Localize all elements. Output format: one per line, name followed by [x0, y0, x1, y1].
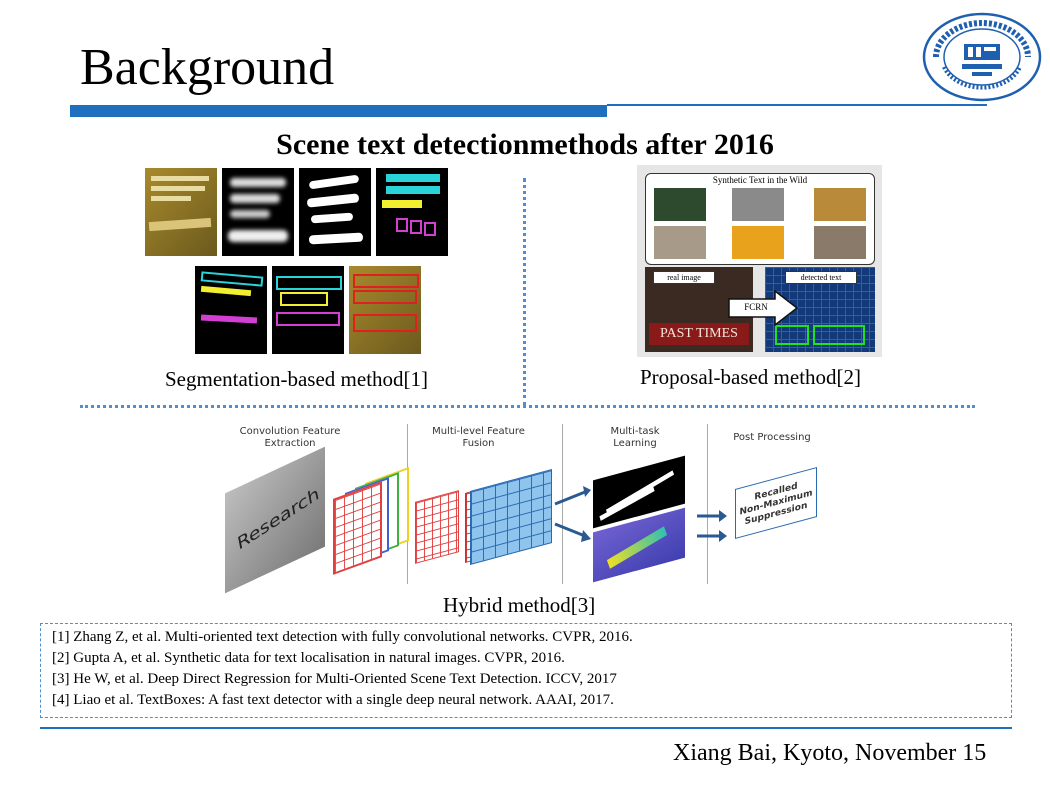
slide-subtitle: Scene text detectionmethods after 2016	[276, 128, 774, 161]
reference-3: [3] He W, et al. Deep Direct Regression …	[52, 671, 617, 687]
stage4-label: Post Processing	[733, 432, 811, 443]
segmentation-figure	[145, 168, 455, 358]
hybrid-figure: Convolution Feature Extraction Multi-lev…	[215, 420, 835, 594]
synthetic-sample-1	[654, 188, 706, 221]
fusion-grid-3	[470, 469, 552, 565]
seg-result-2	[272, 266, 344, 354]
references-box	[40, 623, 1012, 718]
nms-box: Recalled Non-Maximum Suppression	[735, 467, 817, 539]
proposal-panel-title: Synthetic Text in the Wild	[712, 175, 808, 185]
synthetic-sample-3	[814, 188, 866, 221]
proposal-figure: Synthetic Text in the Wild real image PA…	[637, 165, 882, 357]
seg-photo-original	[145, 168, 217, 256]
footer-line	[40, 727, 1012, 729]
arrow-to-tasks	[554, 486, 591, 542]
proposal-caption: Proposal-based method[2]	[640, 365, 862, 389]
stage-separator	[707, 424, 708, 584]
input-sign-image: Research	[225, 446, 325, 594]
arrow-to-post	[697, 510, 727, 542]
footer-text: Xiang Bai, Kyoto, November 15	[673, 740, 987, 766]
fusion-grid-1	[415, 490, 459, 564]
fcrn-arrow	[728, 290, 799, 326]
detected-text-label: detected text	[785, 271, 857, 284]
segmentation-caption: Segmentation-based method[1]	[165, 367, 429, 391]
synthetic-sample-4	[654, 226, 706, 259]
input-sign-text: Research	[235, 483, 321, 555]
stage3-label-line2: Learning	[613, 438, 657, 449]
synthetic-sample-2	[732, 188, 784, 221]
seg-result-3	[349, 266, 421, 354]
university-logo	[922, 12, 1042, 102]
stage2-label-line2: Fusion	[462, 438, 495, 449]
synthetic-sample-5	[732, 226, 784, 259]
stage-separator	[562, 424, 563, 584]
title-underline-line	[607, 104, 987, 106]
synthetic-sample-6	[814, 226, 866, 259]
seg-boxes-map	[376, 168, 448, 256]
real-image-sign: PAST TIMES	[649, 323, 749, 345]
stage2-label-line1: Multi-level Feature	[432, 426, 525, 437]
detected-box-1	[775, 325, 809, 345]
stage3-label-line1: Multi-task	[610, 426, 660, 437]
stage1-label-line1: Convolution Feature	[239, 426, 341, 437]
stage1-label-line2: Extraction	[264, 438, 316, 449]
seg-binary-map	[299, 168, 371, 256]
reference-2: [2] Gupta A, et al. Synthetic data for t…	[52, 650, 565, 666]
horizontal-divider	[80, 405, 975, 408]
seg-result-1	[195, 266, 267, 354]
detected-box-2	[813, 325, 865, 345]
hybrid-caption: Hybrid method[3]	[443, 593, 596, 617]
real-image-label: real image	[653, 271, 715, 284]
reference-1: [1] Zhang Z, et al. Multi-oriented text …	[52, 629, 633, 645]
detected-image: detected text	[765, 267, 875, 352]
slide-title: Background	[80, 39, 335, 96]
reference-4: [4] Liao et al. TextBoxes: A fast text d…	[52, 692, 614, 708]
title-underline-bar	[70, 105, 607, 117]
seg-saliency-map	[222, 168, 294, 256]
vertical-divider	[523, 178, 526, 406]
fcrn-arrow-label: FCRN	[744, 302, 768, 312]
